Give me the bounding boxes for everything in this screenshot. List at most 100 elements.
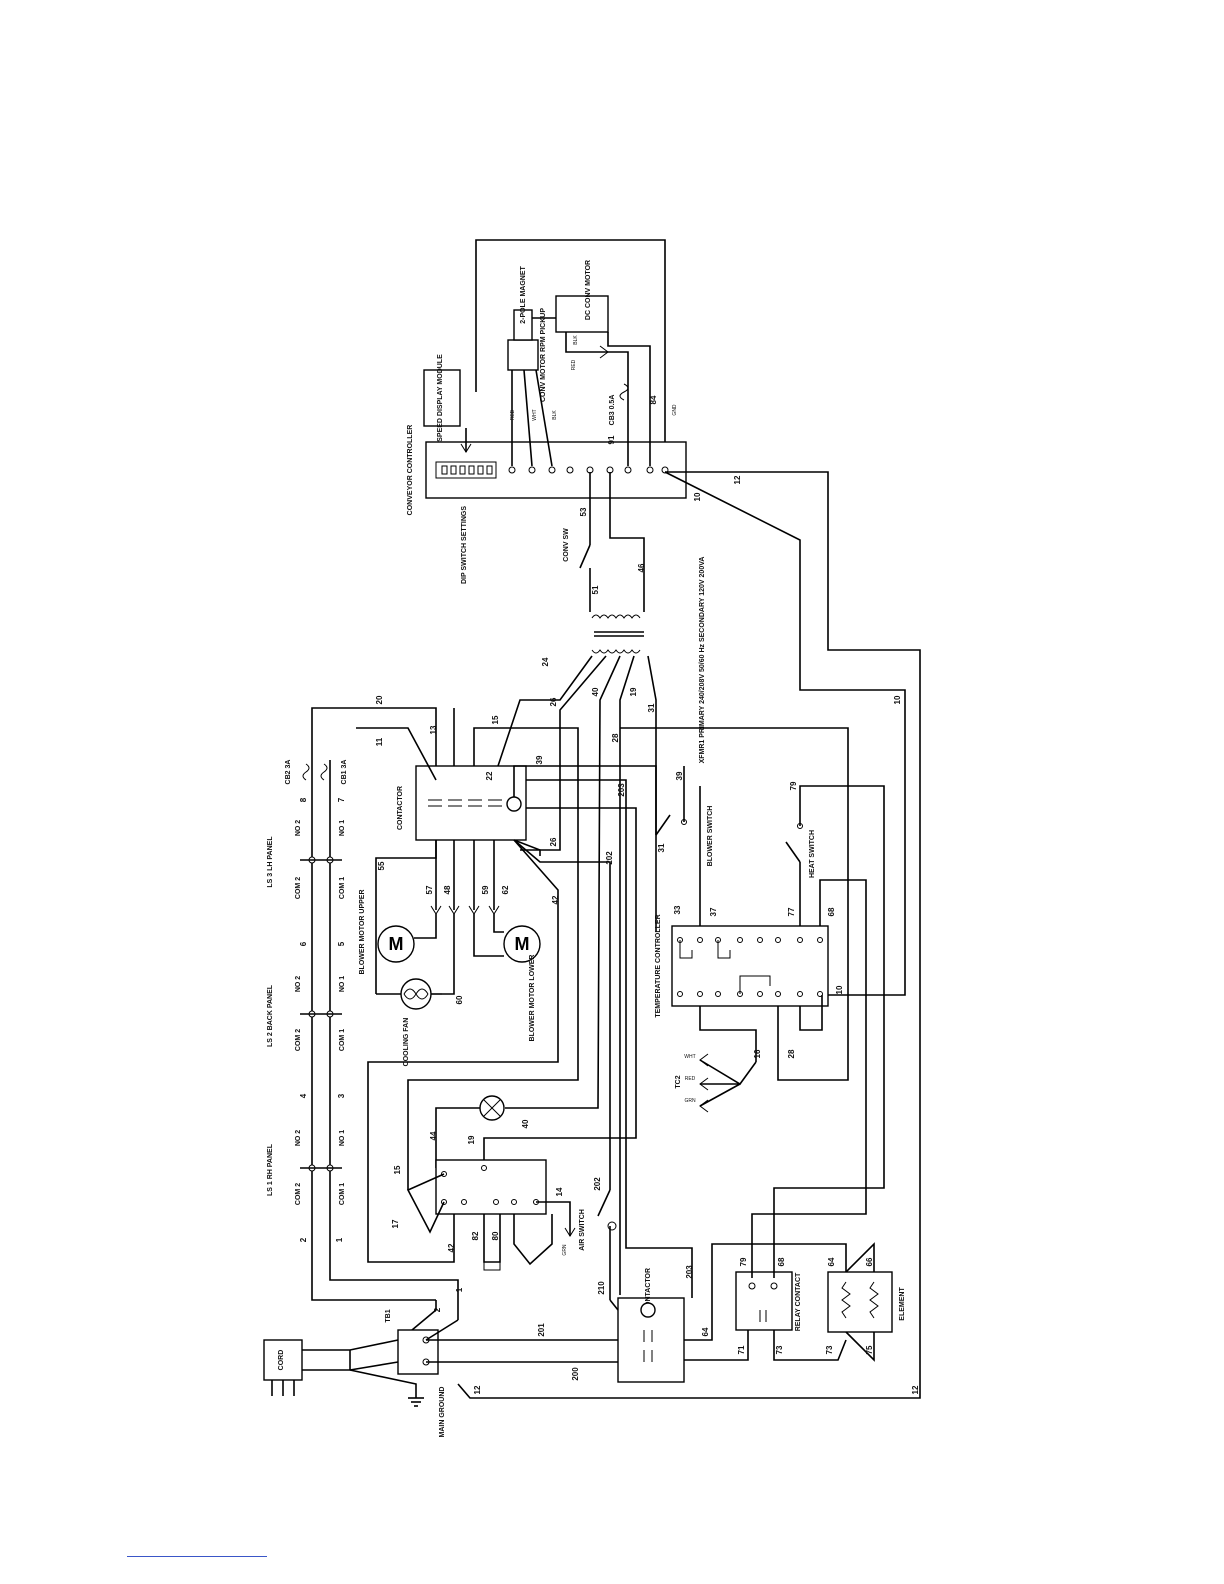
- svg-text:NO 1: NO 1: [339, 820, 346, 836]
- svg-text:M: M: [515, 934, 530, 954]
- wire-19: [483, 807, 637, 1168]
- svg-text:77: 77: [787, 907, 796, 916]
- svg-text:CB3 0.5A: CB3 0.5A: [609, 395, 616, 426]
- wire-44: [435, 1107, 480, 1168]
- svg-text:LS 1 RH PANEL: LS 1 RH PANEL: [267, 1143, 274, 1196]
- svg-text:1: 1: [455, 1287, 464, 1292]
- wire-10: [664, 471, 906, 996]
- svg-text:44: 44: [429, 1131, 438, 1140]
- svg-text:RED: RED: [685, 1076, 696, 1082]
- svg-text:BLOWER MOTOR LOWER: BLOWER MOTOR LOWER: [529, 955, 536, 1042]
- svg-text:75: 75: [865, 1345, 874, 1354]
- temp-controller-terminals: [677, 937, 823, 997]
- svg-text:40: 40: [521, 1119, 530, 1128]
- svg-text:64: 64: [701, 1327, 710, 1336]
- svg-text:2: 2: [433, 1307, 442, 1312]
- svg-text:TB1: TB1: [385, 1309, 392, 1322]
- conv-switch-blade: [579, 544, 591, 569]
- svg-text:37: 37: [709, 907, 718, 916]
- svg-text:CB1 3A: CB1 3A: [341, 760, 348, 785]
- svg-text:NO 2: NO 2: [295, 820, 302, 836]
- wire-26: [520, 655, 607, 851]
- wire-1: [329, 760, 459, 1320]
- svg-text:203: 203: [617, 783, 626, 797]
- contactor-top-contacts: [428, 799, 502, 807]
- svg-text:COM 2: COM 2: [295, 1183, 302, 1205]
- svg-text:14: 14: [555, 1187, 564, 1196]
- svg-text:AIR SWITCH: AIR SWITCH: [579, 1209, 586, 1251]
- svg-text:31: 31: [647, 703, 656, 712]
- air-switch-blade: [597, 1189, 611, 1217]
- conveyor-controller-label: CONVEYOR CONTROLLER: [407, 425, 414, 516]
- svg-text:40: 40: [591, 687, 600, 696]
- thermocouple-tc2: [699, 1053, 757, 1113]
- cb3-fuse: [619, 383, 629, 401]
- svg-text:GRN: GRN: [562, 1244, 568, 1256]
- svg-text:64: 64: [827, 1257, 836, 1266]
- svg-text:LS 3 LH PANEL: LS 3 LH PANEL: [267, 836, 274, 888]
- svg-text:CB2 3A: CB2 3A: [285, 760, 292, 785]
- wire-42: [367, 839, 559, 1263]
- svg-text:22: 22: [485, 771, 494, 780]
- svg-text:68: 68: [827, 907, 836, 916]
- svg-text:60: 60: [455, 995, 464, 1004]
- svg-text:210: 210: [597, 1281, 606, 1295]
- svg-text:TEMPERATURE CONTROLLER: TEMPERATURE CONTROLLER: [655, 914, 662, 1017]
- svg-text:57: 57: [425, 885, 434, 894]
- svg-text:17: 17: [391, 1219, 400, 1228]
- svg-text:73: 73: [775, 1345, 784, 1354]
- svg-text:COM 1: COM 1: [339, 1029, 346, 1051]
- power-cord: [263, 1339, 303, 1381]
- svg-text:GND: GND: [672, 404, 678, 416]
- svg-text:51: 51: [591, 585, 600, 594]
- wire-17: [406, 1173, 445, 1234]
- wire-28b: [620, 727, 849, 1081]
- svg-text:55: 55: [377, 861, 386, 870]
- element-resistor-2: [869, 1281, 879, 1319]
- wire-20: [311, 707, 437, 766]
- blower-motor-lower: [503, 925, 541, 963]
- svg-text:202: 202: [605, 851, 614, 865]
- ground-symbol: [408, 1397, 424, 1407]
- svg-text:NO 1: NO 1: [339, 1130, 346, 1146]
- contactor-top-coil: [506, 796, 522, 812]
- svg-text:ELEMENT: ELEMENT: [899, 1287, 906, 1321]
- transformer-xfmr1: [591, 614, 644, 654]
- footer-rule: [127, 1556, 267, 1557]
- svg-text:WHT: WHT: [684, 1054, 695, 1060]
- wire-loop-top: [475, 239, 666, 472]
- svg-text:12: 12: [911, 1385, 920, 1394]
- wire-203: [526, 779, 693, 1298]
- svg-text:16: 16: [753, 1049, 762, 1058]
- connector-arrows-blowers: [430, 905, 500, 915]
- svg-text:42: 42: [447, 1243, 456, 1252]
- svg-text:20: 20: [375, 695, 384, 704]
- limit-switch-ls2: [300, 1010, 342, 1018]
- svg-text:RED: RED: [510, 409, 516, 420]
- wire-11: [356, 727, 437, 781]
- rpm-pickup-head: [513, 309, 533, 341]
- svg-text:66: 66: [865, 1257, 874, 1266]
- svg-text:53: 53: [579, 507, 588, 516]
- contactor-bottom-contacts: [643, 1330, 653, 1362]
- svg-text:XFMR1 PRIMARY 240/208V 50/60 H: XFMR1 PRIMARY 240/208V 50/60 Hz SECONDAR…: [699, 557, 706, 764]
- svg-text:46: 46: [637, 563, 646, 572]
- svg-text:12: 12: [473, 1385, 482, 1394]
- control-relay-terminals: [441, 1165, 539, 1205]
- svg-text:GRN: GRN: [684, 1098, 696, 1104]
- blower-motor-upper: [377, 925, 415, 963]
- svg-text:203: 203: [685, 1265, 694, 1279]
- relay-contact: [735, 1271, 793, 1331]
- svg-text:CONV SW: CONV SW: [563, 528, 570, 562]
- svg-text:NO 2: NO 2: [295, 1130, 302, 1146]
- wire-15: [407, 727, 579, 1190]
- svg-text:BLOWER SWITCH: BLOWER SWITCH: [707, 806, 714, 867]
- svg-text:31: 31: [657, 843, 666, 852]
- svg-text:79: 79: [789, 781, 798, 790]
- svg-text:82: 82: [471, 1231, 480, 1240]
- heat-switch-blade: [785, 841, 801, 863]
- speed-display-label: SPEED DISPLAY MODULE: [437, 354, 444, 442]
- dc-conv-motor-label: DC CONV MOTOR: [585, 260, 592, 320]
- dc-conv-motor: [555, 295, 609, 333]
- wire-73: [773, 1330, 847, 1361]
